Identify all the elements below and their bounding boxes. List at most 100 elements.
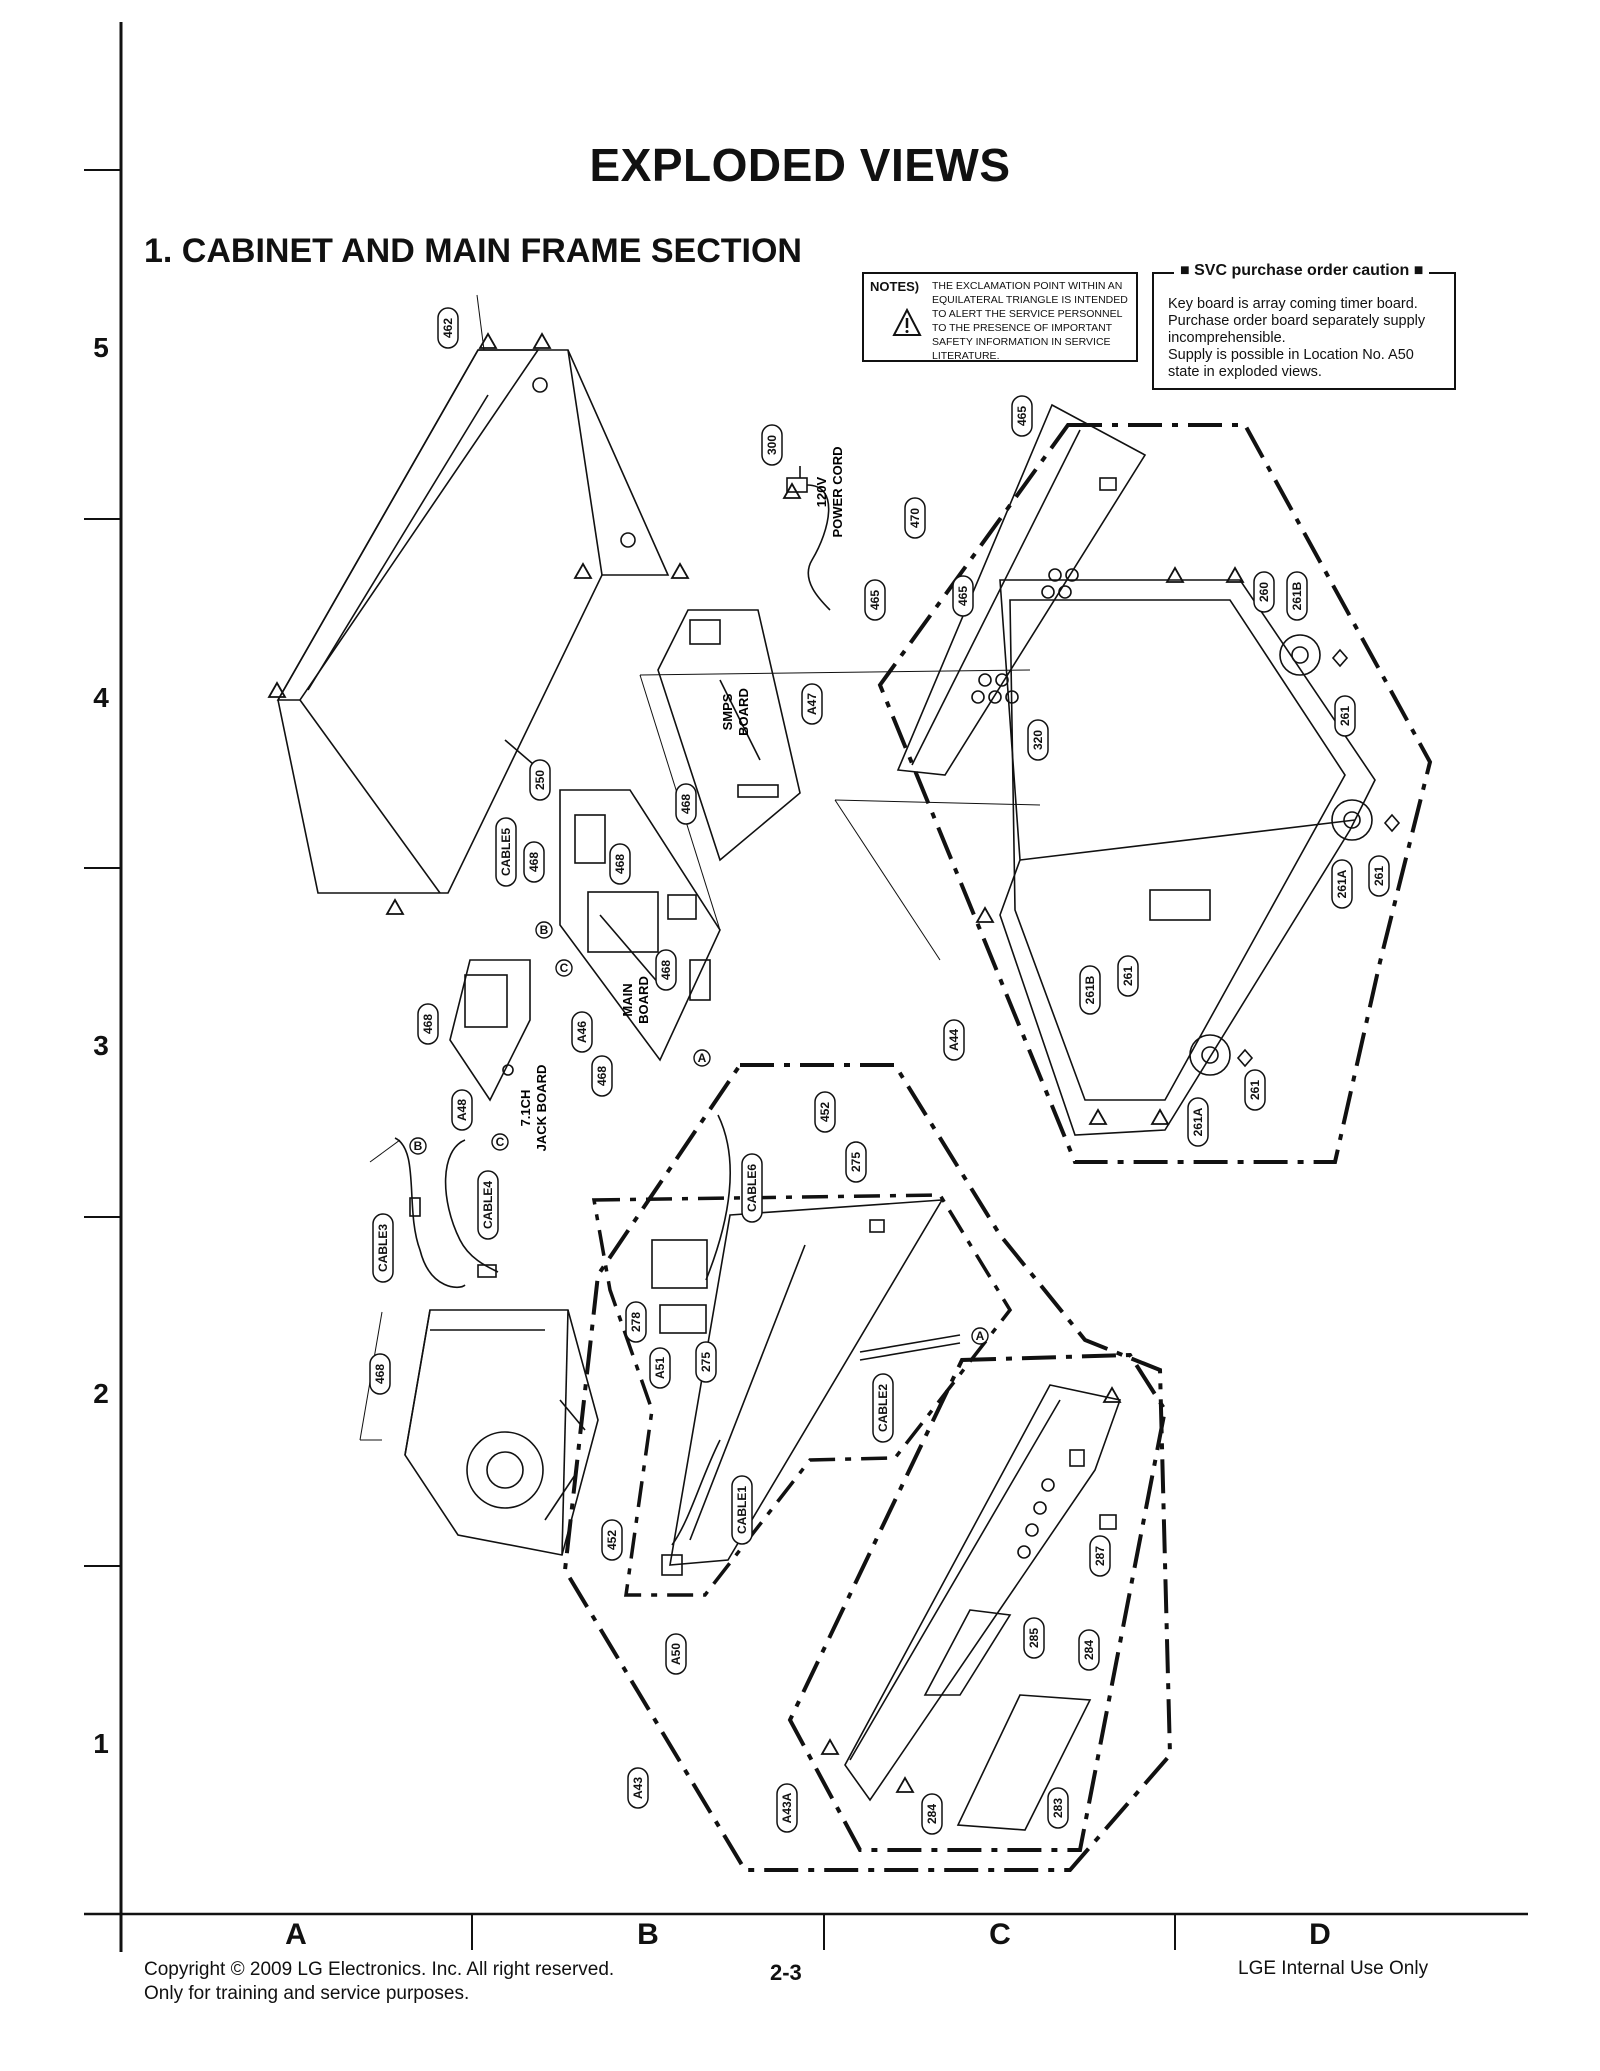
- part-label: CABLE5: [499, 828, 513, 876]
- smps-label-2: BOARD: [736, 688, 751, 736]
- notes-label: NOTES): [870, 279, 920, 294]
- part-label: 452: [605, 1530, 619, 1550]
- screw-icon: [1383, 813, 1401, 833]
- internal-use-text: LGE Internal Use Only: [1238, 1958, 1429, 1979]
- part-tag-275: 275: [845, 1141, 867, 1183]
- page-title: EXPLODED VIEWS: [589, 139, 1011, 191]
- part-label: 465: [956, 586, 970, 606]
- safety-triangle-icon: [573, 562, 593, 579]
- part-tag-287: 287: [1089, 1535, 1111, 1577]
- section-title: 1. CABINET AND MAIN FRAME SECTION: [144, 232, 802, 270]
- part-label: 287: [1093, 1546, 1107, 1566]
- part-tag-468: 468: [369, 1353, 391, 1395]
- main-frame-chassis: [999, 579, 1376, 1136]
- part-label: 462: [441, 318, 455, 338]
- svc-line: Key board is array coming timer board.: [1168, 296, 1418, 312]
- part-tag-468: 468: [523, 841, 545, 883]
- safety-triangle-icon: [385, 898, 405, 915]
- chassis-assembly-outline: [877, 423, 1433, 1164]
- part-label: A47: [805, 693, 819, 715]
- col-label: A: [285, 1918, 307, 1951]
- part-label: 468: [421, 1014, 435, 1034]
- notes-line: TO ALERT THE SERVICE PERSONNEL: [932, 308, 1123, 320]
- part-label: 285: [1027, 1628, 1041, 1648]
- part-tag-468: 468: [591, 1055, 613, 1097]
- connector-marker: A: [971, 1327, 989, 1345]
- board-labels: 120V POWER CORD SMPS BOARD MAIN BOARD 7.…: [518, 447, 845, 1152]
- screw-diamonds: [1236, 648, 1401, 1068]
- part-tags: 462 300 465 470 465 465 260 261B 261 A47…: [369, 307, 1390, 1835]
- part-label: 468: [613, 854, 627, 874]
- page-number: 2-3: [770, 1960, 802, 1985]
- part-label: 261A: [1191, 1107, 1205, 1136]
- part-tag-465: 465: [1011, 395, 1033, 437]
- svc-line: Supply is possible in Location No. A50: [1168, 347, 1414, 363]
- svc-caution-box: ■ SVC purchase order caution ■ Key board…: [1152, 262, 1456, 390]
- part-tag-261: 261: [1334, 695, 1356, 737]
- connector-marker: B: [535, 921, 553, 939]
- part-tag-CABLE4: CABLE4: [477, 1170, 499, 1240]
- connector-marker: C: [555, 959, 573, 977]
- part-label: A46: [575, 1021, 589, 1043]
- purpose-text: Only for training and service purposes.: [144, 1983, 470, 2004]
- front-panel-frame: [651, 1114, 961, 1576]
- part-tag-A43A: A43A: [776, 1783, 798, 1833]
- part-label: 284: [925, 1804, 939, 1824]
- part-label: 283: [1051, 1798, 1065, 1818]
- part-tag-250: 250: [529, 759, 551, 801]
- main-board: [559, 789, 721, 1062]
- part-tag-275: 275: [695, 1341, 717, 1383]
- part-tag-261: 261: [1244, 1069, 1266, 1111]
- part-label: 468: [679, 794, 693, 814]
- power-cord-label-2: POWER CORD: [830, 447, 845, 538]
- cables-left: [394, 1137, 499, 1289]
- svc-caution-title-text: SVC purchase order caution: [1194, 262, 1410, 279]
- screw-icon: [1236, 1048, 1254, 1068]
- part-label: 278: [629, 1312, 643, 1332]
- part-label: 250: [533, 770, 547, 790]
- svg-text:B: B: [540, 923, 549, 937]
- part-label: CABLE6: [745, 1164, 759, 1212]
- safety-triangle-icon: [895, 1776, 915, 1793]
- col-label: B: [637, 1918, 659, 1951]
- safety-triangle-icon: [1150, 1108, 1170, 1125]
- part-label: 275: [849, 1152, 863, 1172]
- top-cover: [276, 349, 670, 894]
- part-tag-465: 465: [864, 579, 886, 621]
- row-label: 1: [93, 1728, 109, 1759]
- assembly-outlines: [562, 423, 1433, 1872]
- copyright-text: Copyright © 2009 LG Electronics. Inc. Al…: [144, 1959, 615, 1980]
- safety-triangles: [267, 332, 1245, 1793]
- pcb-assembly-outline: [591, 1193, 1013, 1597]
- part-label: 275: [699, 1352, 713, 1372]
- main-board-label-1: MAIN: [620, 983, 635, 1016]
- key-board-bracket: [896, 403, 1147, 776]
- part-label: 261: [1338, 706, 1352, 726]
- part-label: 320: [1031, 730, 1045, 750]
- part-tag-CABLE3: CABLE3: [372, 1213, 394, 1283]
- svc-caution-title: ■ SVC purchase order caution ■: [1174, 262, 1430, 280]
- part-tag-452: 452: [601, 1519, 623, 1561]
- part-tag-285: 285: [1023, 1617, 1045, 1659]
- part-tag-261A: 261A: [1331, 859, 1353, 909]
- part-tag-452: 452: [814, 1091, 836, 1133]
- part-tag-CABLE6: CABLE6: [741, 1153, 763, 1223]
- part-label: CABLE4: [481, 1181, 495, 1229]
- connector-markers: A B C B C A: [409, 921, 989, 1345]
- part-tag-468: 468: [417, 1003, 439, 1045]
- safety-triangle-icon: [1225, 566, 1245, 583]
- front-assembly-outline: [562, 1063, 1173, 1872]
- part-label: 470: [908, 508, 922, 528]
- connector-marker: A: [693, 1049, 711, 1067]
- jack-board-label-1: 7.1CH: [518, 1090, 533, 1127]
- main-board-label-2: BOARD: [636, 976, 651, 1024]
- front-panel-assembly-outline: [787, 1352, 1168, 1852]
- part-label: A50: [669, 1643, 683, 1665]
- row-label: 4: [93, 682, 109, 713]
- part-tag-284: 284: [1078, 1629, 1100, 1671]
- warning-triangle-icon: [892, 308, 922, 336]
- safety-triangle-icon: [782, 482, 802, 499]
- part-label: 468: [527, 852, 541, 872]
- part-label: CABLE3: [376, 1224, 390, 1272]
